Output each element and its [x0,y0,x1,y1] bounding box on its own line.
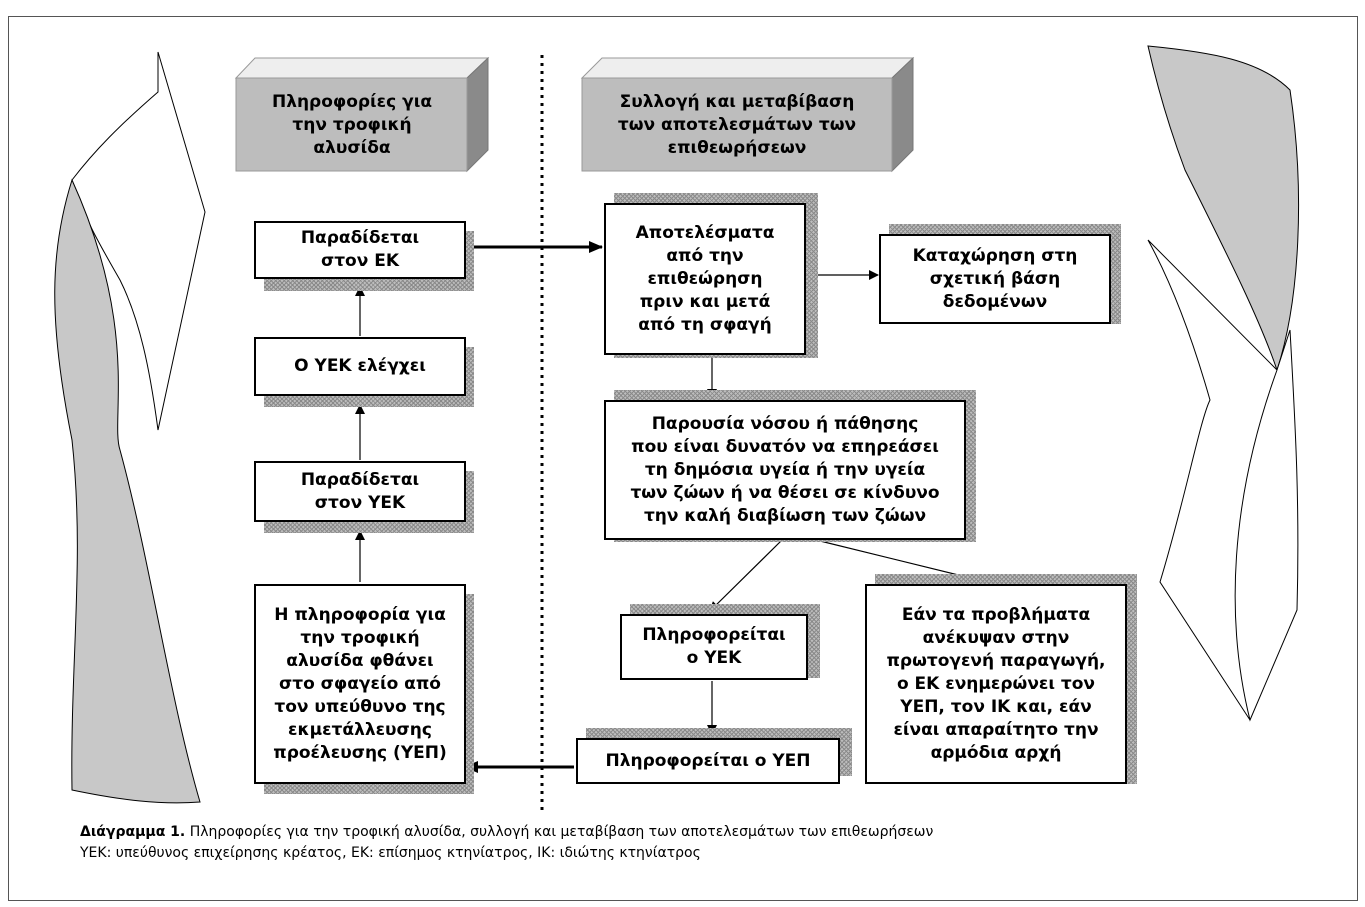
right-header: Συλλογή και μεταβίβαση των αποτελεσμάτων… [584,80,890,170]
caption: Διάγραμμα 1. Πληροφορίες για την τροφική… [80,822,1280,864]
caption-label: Διάγραμμα 1. [80,824,186,840]
box-info-reaches-text: Η πληροφορία για την τροφική αλυσίδα φθά… [273,604,447,763]
box-yep-informed-text: Πληροφορείται ο ΥΕΠ [605,750,811,771]
box-info-reaches: Η πληροφορία για την τροφική αλυσίδα φθά… [254,584,466,784]
box-delivered-yek-text: Παραδίδεται στον ΥΕΚ [300,469,420,513]
box-yek-checks: Ο ΥΕΚ ελέγχει [254,337,466,396]
left-cycle-lower-band [54,178,201,804]
right-header-text: Συλλογή και μεταβίβαση των αποτελεσμάτων… [617,91,857,158]
left-header-text: Πληροφορίες για την τροφική αλυσίδα [271,91,433,158]
box-disease-presence-text: Παρουσία νόσου ή πάθησης που είναι δυνατ… [630,413,940,526]
box-inspection-results-text: Αποτελέσματα από την επιθεώρηση πριν και… [635,222,775,335]
right-cycle-arrow [1147,45,1299,722]
box-yek-informed: Πληροφορείται ο ΥΕΚ [620,614,808,680]
arrow-disease-to-yek-informed [709,539,783,612]
caption-line-1: Διάγραμμα 1. Πληροφορίες για την τροφική… [80,822,1280,843]
left-cycle-upper-band [71,51,206,431]
left-header-block [234,56,490,173]
box-delivered-ek-text: Παραδίδεται στον ΕΚ [300,228,420,271]
box-database-entry-text: Καταχώρηση στη σχετική βάση δεδομένων [912,245,1078,312]
right-cycle-lower-band [1147,239,1299,722]
right-header-block [580,56,915,173]
box-yek-checks-text: Ο ΥΕΚ ελέγχει [294,356,426,376]
box-database-entry: Καταχώρηση στη σχετική βάση δεδομένων [879,234,1111,324]
box-primary-production-text: Εάν τα προβλήματα ανέκυψαν στην πρωτογεν… [886,604,1106,763]
box-inspection-results: Αποτελέσματα από την επιθεώρηση πριν και… [604,203,806,355]
box-yep-informed: Πληροφορείται ο ΥΕΠ [576,738,840,784]
box-delivered-yek: Παραδίδεται στον ΥΕΚ [254,461,466,522]
box-yek-informed-text: Πληροφορείται ο ΥΕΚ [642,625,786,668]
box-primary-production: Εάν τα προβλήματα ανέκυψαν στην πρωτογεν… [865,584,1127,784]
left-cycle-arrow [54,51,206,804]
box-disease-presence: Παρουσία νόσου ή πάθησης που είναι δυνατ… [604,400,966,540]
left-header: Πληροφορίες για την τροφική αλυσίδα [238,80,466,170]
caption-title: Πληροφορίες για την τροφική αλυσίδα, συλ… [185,824,934,840]
box-delivered-ek: Παραδίδεται στον ΕΚ [254,221,466,279]
caption-line-2: ΥΕΚ: υπεύθυνος επιχείρησης κρέατος, ΕΚ: … [80,845,701,861]
